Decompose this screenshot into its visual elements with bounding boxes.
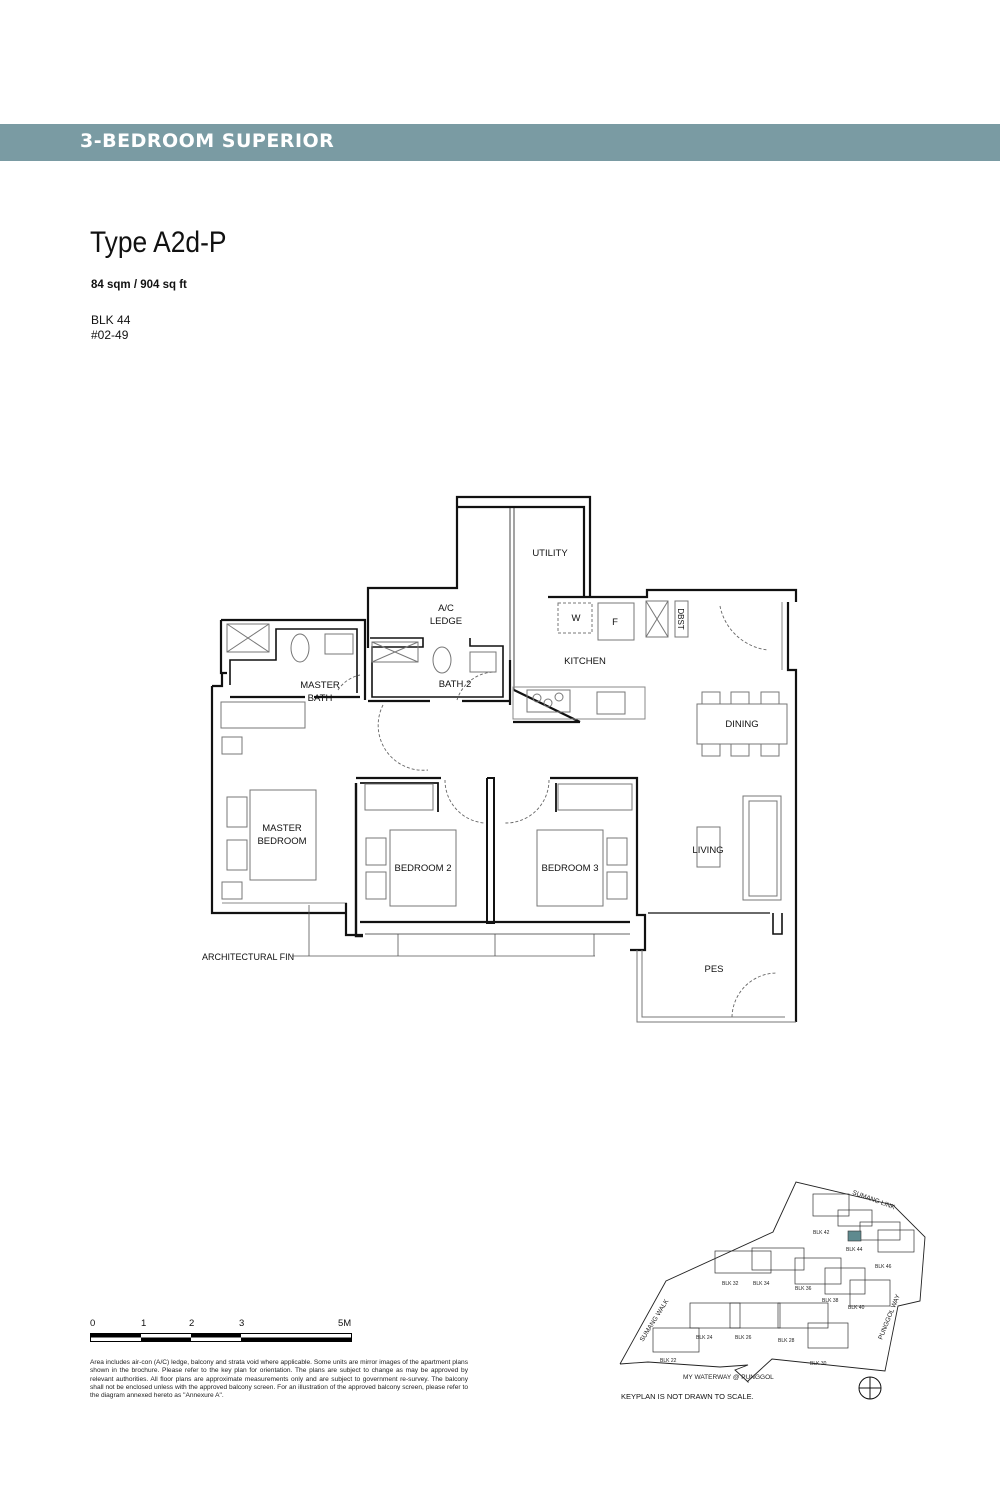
room-label-master-bath-2: BATH bbox=[308, 693, 333, 704]
road-sumang-walk: SUMANG WALK bbox=[639, 1298, 671, 1343]
room-label-master-bath: MASTER bbox=[300, 680, 340, 691]
scale-label-3: 3 bbox=[239, 1318, 245, 1329]
keyplan-blk-28: BLK 28 bbox=[778, 1338, 795, 1344]
room-label-pes: PES bbox=[704, 964, 723, 975]
highlighted-block bbox=[847, 1230, 862, 1242]
keyplan-blk-46: BLK 46 bbox=[875, 1264, 892, 1270]
room-label-kitchen: KITCHEN bbox=[564, 656, 606, 667]
room-label-bedroom3: BEDROOM 3 bbox=[541, 863, 598, 874]
scale-label-1: 1 bbox=[141, 1318, 147, 1329]
room-label-living: LIVING bbox=[692, 845, 723, 856]
keyplan-blk-40: BLK 40 bbox=[848, 1305, 865, 1311]
label-washer: W bbox=[572, 613, 581, 624]
scale-segments bbox=[90, 1333, 352, 1342]
keyplan-blk-44: BLK 44 bbox=[846, 1247, 863, 1253]
keyplan-blk-24: BLK 24 bbox=[696, 1335, 713, 1341]
unit-type-title: Type A2d-P bbox=[90, 226, 227, 259]
header-bar: 3-BEDROOM SUPERIOR bbox=[0, 124, 1000, 161]
room-label-bedroom2: BEDROOM 2 bbox=[394, 863, 451, 874]
room-label-utility: UTILITY bbox=[532, 548, 568, 559]
architectural-fin-label: ARCHITECTURAL FIN bbox=[202, 952, 294, 962]
label-fridge: F bbox=[612, 617, 618, 628]
road-sumang-link: SUMANG LINK bbox=[851, 1189, 896, 1211]
room-label-master-bedroom-2: BEDROOM bbox=[257, 836, 306, 847]
room-label-ac-ledge-2: LEDGE bbox=[430, 616, 462, 627]
unit-location: BLK 44 #02-49 bbox=[91, 313, 130, 343]
keyplan-blk-34: BLK 34 bbox=[753, 1281, 770, 1287]
block-number: BLK 44 bbox=[91, 313, 131, 327]
scale-label-0: 0 bbox=[90, 1318, 96, 1329]
page-title: 3-BEDROOM SUPERIOR bbox=[80, 130, 335, 152]
room-label-bath2: BATH 2 bbox=[439, 679, 472, 690]
unit-area: 84 sqm / 904 sq ft bbox=[91, 279, 187, 291]
keyplan-blk-38: BLK 38 bbox=[822, 1298, 839, 1304]
keyplan-note: KEYPLAN IS NOT DRAWN TO SCALE. bbox=[621, 1392, 754, 1401]
north-compass-icon bbox=[858, 1376, 882, 1400]
keyplan-blk-26: BLK 26 bbox=[735, 1335, 752, 1341]
scale-label-5m: 5M bbox=[338, 1318, 352, 1329]
room-label-master-bedroom: MASTER bbox=[262, 823, 302, 834]
room-label-ac-ledge: A/C bbox=[438, 603, 454, 614]
disclaimer-text: Area includes air-con (A/C) ledge, balco… bbox=[90, 1359, 468, 1400]
road-my-waterway: MY WATERWAY @ PUNGGOL bbox=[683, 1374, 774, 1381]
unit-number: #02-49 bbox=[91, 328, 129, 342]
keyplan-blk-32: BLK 32 bbox=[722, 1281, 739, 1287]
keyplan-blk-22: BLK 22 bbox=[660, 1358, 677, 1364]
label-dbst: DBST bbox=[676, 608, 685, 629]
scale-label-2: 2 bbox=[189, 1318, 195, 1329]
scale-bar: 0 1 2 3 5M bbox=[90, 1318, 352, 1342]
keyplan-blk-30: BLK 30 bbox=[810, 1361, 827, 1367]
room-label-dining: DINING bbox=[725, 719, 758, 730]
keyplan-blk-42: BLK 42 bbox=[813, 1230, 830, 1236]
keyplan-blk-36: BLK 36 bbox=[795, 1286, 812, 1292]
